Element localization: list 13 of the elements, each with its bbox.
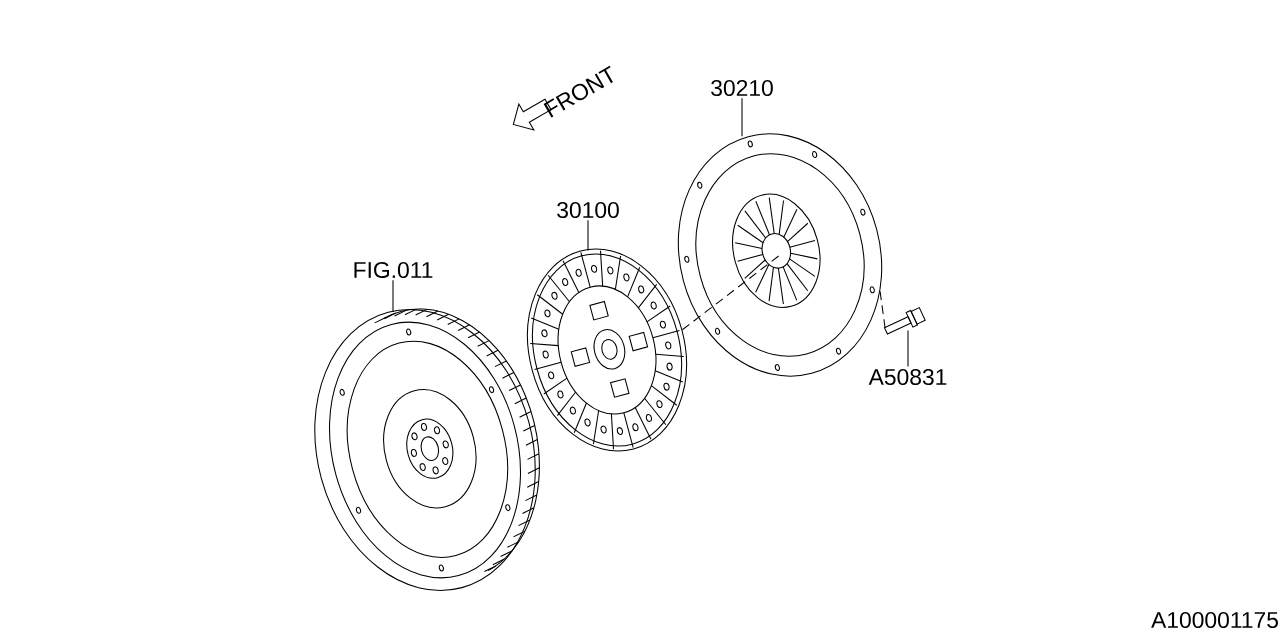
- center-line: [681, 254, 781, 331]
- leader-line: [392, 279, 394, 313]
- reference-label: FIG.011: [354, 261, 433, 279]
- callout-number: 30100: [557, 201, 619, 219]
- callout-number: 30210: [711, 79, 773, 97]
- flywheel-drawing: [314, 308, 540, 591]
- callout-number: A50831: [868, 368, 947, 386]
- drawing-number: A100001175: [1151, 611, 1278, 629]
- leader-line: [741, 97, 743, 137]
- clutch-disc-drawing: [527, 248, 687, 452]
- bolt-drawing: [883, 306, 926, 335]
- leader-line: [907, 330, 909, 368]
- leader-line: [587, 219, 589, 251]
